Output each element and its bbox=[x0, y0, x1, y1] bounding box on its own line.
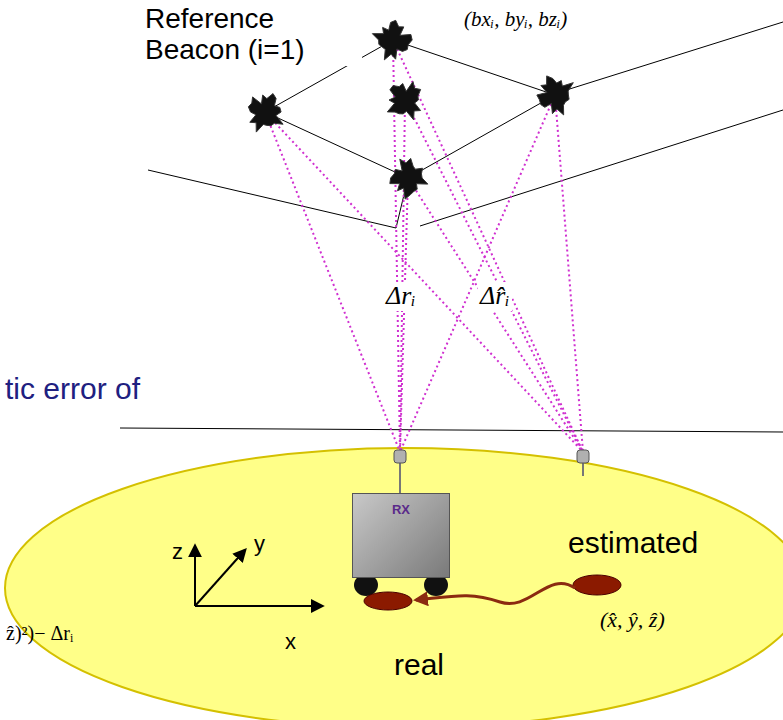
beacon bbox=[387, 82, 420, 120]
range-line bbox=[393, 40, 583, 452]
beacon bbox=[372, 20, 412, 59]
range-line bbox=[555, 95, 583, 452]
estimated-antenna bbox=[577, 450, 589, 476]
range-line bbox=[265, 112, 583, 452]
real-antenna bbox=[394, 450, 406, 494]
range-label: Δr̂ᵢ bbox=[478, 282, 512, 311]
range-line bbox=[265, 112, 400, 452]
horizon-line bbox=[120, 428, 783, 432]
beacon-frame bbox=[265, 40, 555, 228]
robot-box: RX bbox=[352, 493, 450, 578]
range-line bbox=[400, 95, 555, 452]
coordinate-label: (x̂, ŷ, ẑ) bbox=[598, 608, 667, 632]
axis-label: x bbox=[283, 630, 298, 654]
perspective-line bbox=[420, 110, 783, 226]
range-line bbox=[400, 178, 408, 452]
slide-text: tic error of bbox=[3, 372, 142, 405]
range-line bbox=[408, 178, 583, 452]
formula-fragment: ẑ)²)− Δrᵢ bbox=[4, 622, 75, 644]
estimated-position bbox=[573, 575, 621, 595]
beacon-label: Reference Beacon (i=1) bbox=[143, 4, 362, 66]
perspective-line bbox=[560, 22, 783, 92]
position-label: real bbox=[392, 648, 446, 681]
correction-arrow bbox=[416, 583, 575, 603]
range-line bbox=[405, 100, 583, 452]
perspective-line bbox=[148, 170, 396, 228]
position-label: estimated bbox=[566, 526, 700, 559]
real-position bbox=[364, 592, 412, 610]
axis-label: y bbox=[252, 532, 267, 556]
floor-ellipse bbox=[5, 448, 783, 720]
beacon bbox=[537, 76, 573, 115]
range-lines bbox=[265, 40, 583, 452]
coordinate-label: (bxᵢ, byᵢ, bzᵢ) bbox=[462, 8, 569, 31]
range-label: Δrᵢ bbox=[384, 282, 418, 311]
beacon bbox=[248, 94, 283, 132]
axis-label: z bbox=[170, 540, 185, 564]
box-label: RX bbox=[353, 494, 449, 517]
beacon bbox=[390, 158, 428, 199]
